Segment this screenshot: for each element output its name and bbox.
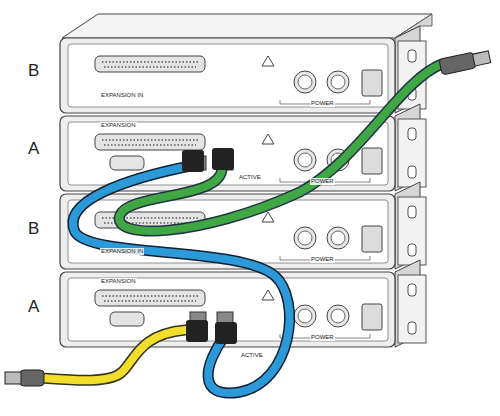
- unit-letter: A: [28, 140, 39, 159]
- unit-letter: B: [28, 220, 39, 239]
- panel-label: EXPANSION IN: [100, 248, 144, 255]
- panel-label: POWER: [310, 178, 335, 185]
- unit-letter: A: [28, 298, 39, 317]
- panel-label: EXPANSION: [100, 122, 137, 129]
- panel-label: POWER: [310, 334, 335, 341]
- panel-label: EXPANSION IN: [100, 92, 144, 99]
- panel-label: POWER: [310, 256, 335, 263]
- panel-label: EXPANSION: [100, 278, 137, 285]
- panel-label: ACTIVE: [240, 352, 264, 359]
- unit-letter: B: [28, 62, 39, 81]
- panel-label: ACTIVE: [238, 174, 262, 181]
- panel-label: POWER: [310, 100, 335, 107]
